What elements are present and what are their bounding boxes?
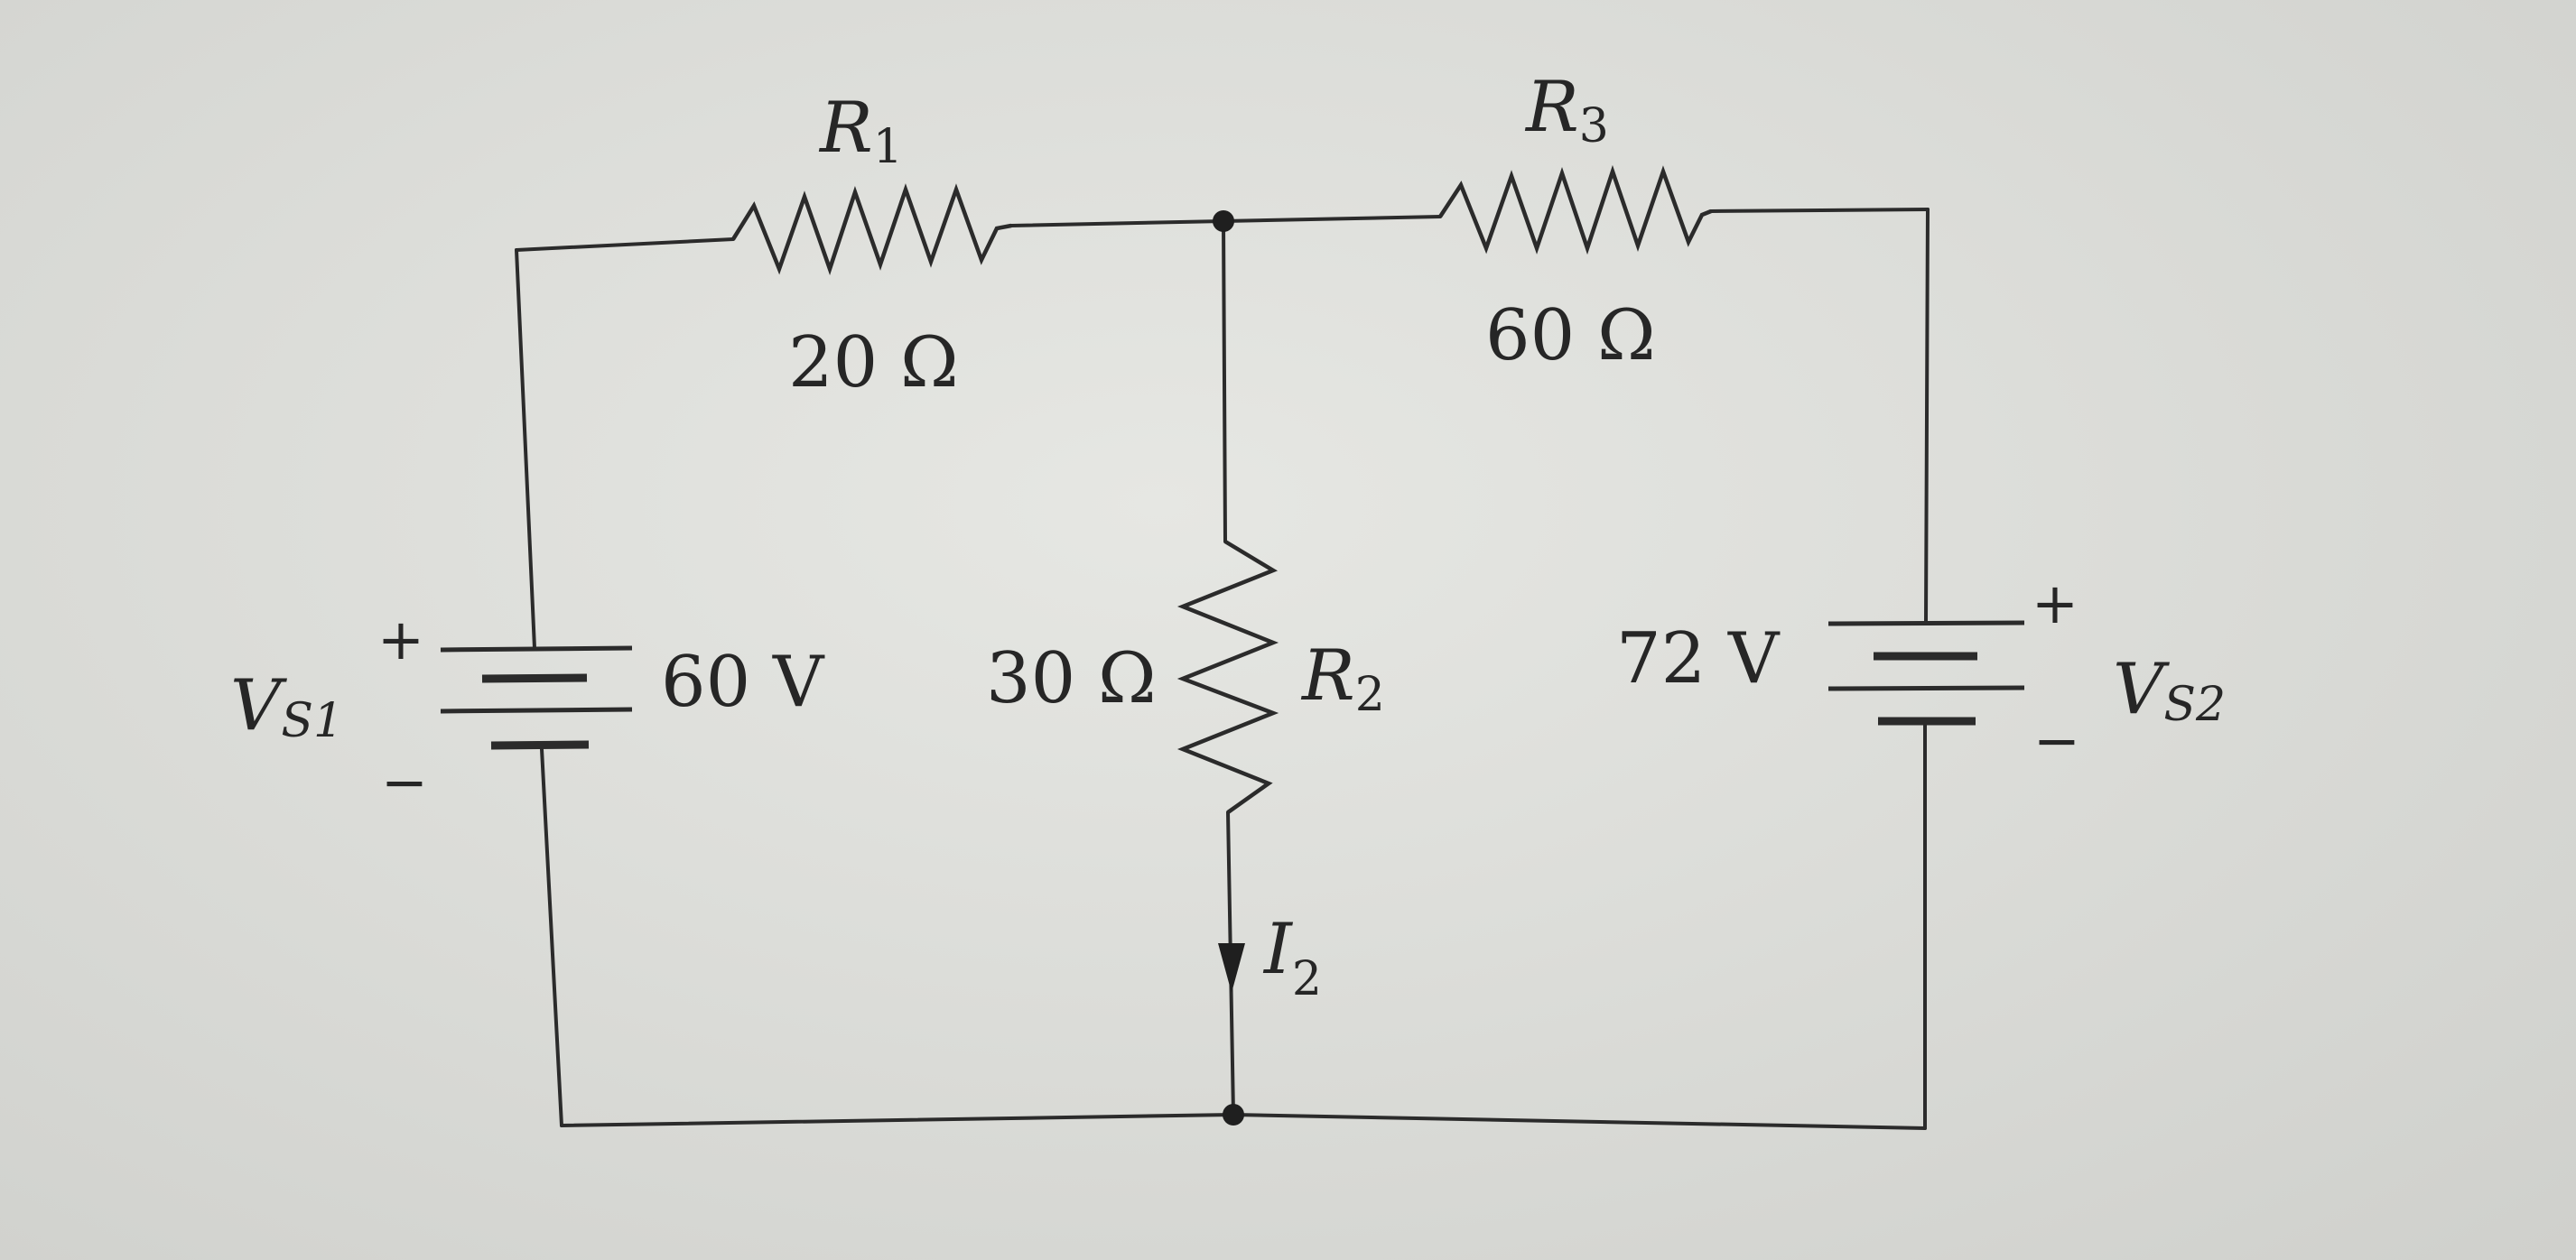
wire-middle-upper	[1222, 219, 1227, 543]
battery-vs2	[1827, 620, 2025, 726]
label-r1-value: 20 Ω	[788, 322, 959, 403]
wire-r1-to-node	[1009, 219, 1225, 227]
label-i2: I2	[1262, 909, 1322, 1006]
resistor-r1-zigzag	[731, 183, 1012, 275]
wire-bottom-left	[560, 1113, 1235, 1127]
battery-vs2-plate-1	[1827, 620, 2025, 626]
label-r2-value: 30 Ω	[986, 638, 1157, 719]
label-vs1-plus: +	[377, 607, 424, 672]
wire-left-lower	[540, 747, 563, 1127]
label-r3-name: R	[1524, 67, 1579, 148]
wire-left-upper	[515, 248, 536, 650]
current-arrow-i2	[1218, 943, 1245, 993]
label-r2-name: R	[1300, 635, 1355, 717]
label-vs2-minus: −	[2033, 708, 2080, 774]
label-vs2-name: V	[2113, 649, 2170, 730]
battery-vs1-plate-2	[481, 673, 588, 683]
battery-vs1-plate-1	[440, 645, 633, 653]
label-r2-subscript: 2	[1355, 668, 1385, 722]
label-r3-subscript: 3	[1579, 99, 1609, 153]
wire-top-left	[515, 237, 735, 252]
label-vs2: VS2	[2113, 649, 2226, 732]
label-r1: R1	[818, 88, 903, 174]
battery-vs2-plate-3	[1827, 685, 2025, 691]
label-vs2-subscript: S2	[2163, 678, 2226, 732]
label-vs1: VS1	[230, 665, 343, 748]
battery-vs1-plate-3	[440, 707, 633, 714]
label-vs2-value: 72 V	[1616, 618, 1781, 699]
battery-vs1-plate-4	[490, 740, 590, 750]
wire-bottom-right	[1232, 1113, 1927, 1130]
label-r1-subscript: 1	[873, 120, 903, 174]
battery-vs1	[440, 645, 633, 750]
label-vs1-subscript: S1	[281, 694, 343, 748]
junction-node-bottom	[1223, 1104, 1244, 1126]
wires	[515, 208, 1930, 1130]
label-r1-name: R	[818, 88, 873, 169]
wire-node-to-r3	[1222, 215, 1442, 223]
label-vs1-value: 60 V	[661, 642, 825, 723]
resistor-r3	[1438, 164, 1712, 255]
resistor-r3-zigzag	[1438, 164, 1712, 255]
wire-r3-to-right	[1709, 208, 1930, 213]
resistor-r1	[731, 183, 1012, 275]
label-vs1-name: V	[230, 665, 287, 746]
label-i2-name: I	[1262, 909, 1294, 990]
label-vs1-minus: −	[381, 749, 428, 815]
label-i2-subscript: 2	[1292, 952, 1322, 1006]
wire-right-upper	[1924, 208, 1930, 625]
label-r2: R2	[1300, 635, 1385, 722]
label-vs2-plus: +	[2032, 570, 2078, 636]
label-r3: R3	[1524, 67, 1609, 153]
junction-node-top	[1213, 210, 1234, 232]
resistor-r2	[1176, 540, 1279, 814]
label-r3-value: 60 Ω	[1485, 295, 1656, 376]
resistor-r2-zigzag	[1176, 540, 1279, 814]
